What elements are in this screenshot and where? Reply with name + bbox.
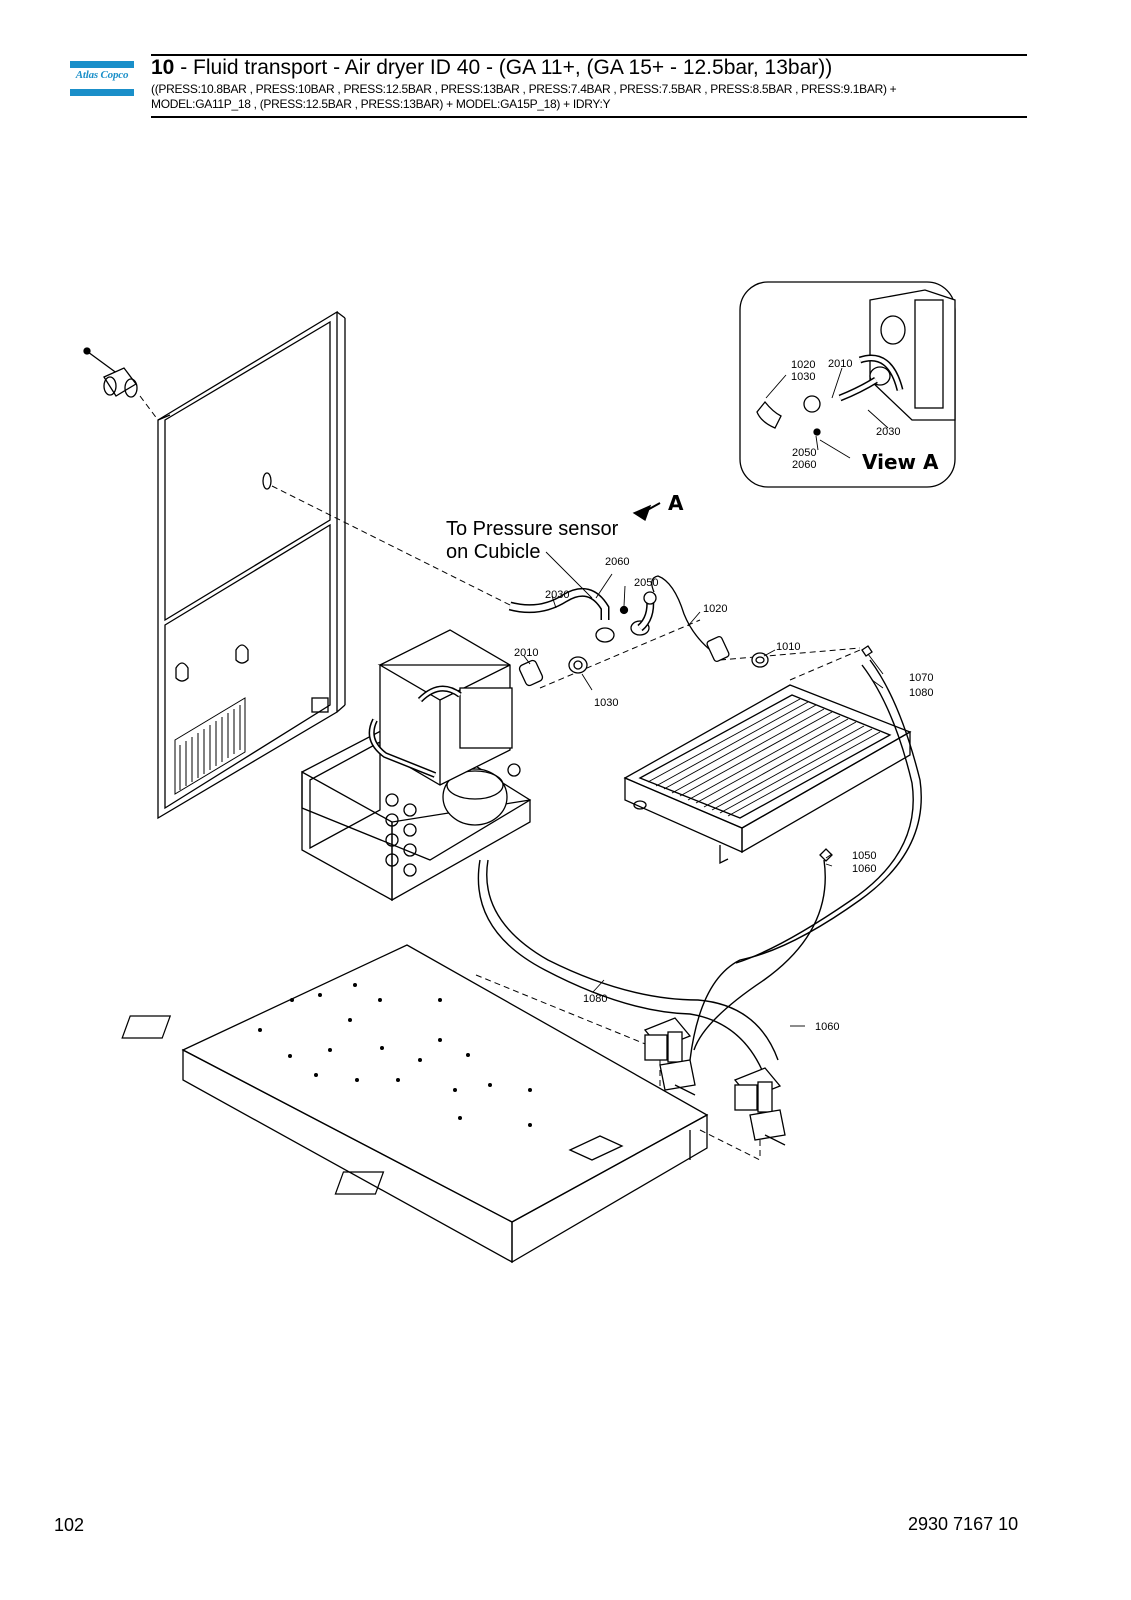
view-a-arrow	[632, 502, 661, 521]
view-a-inset	[739, 281, 956, 488]
callout-label: 2030	[545, 589, 569, 601]
callout-label: 1050	[852, 850, 876, 862]
inset-callout-label: 1020	[791, 359, 815, 371]
inset-callout-label: 2050	[792, 447, 816, 459]
view-marker-label: A	[668, 491, 684, 515]
logo-wordmark: Atlas Copco	[75, 69, 129, 81]
atlas-copco-logo: Atlas Copco	[70, 61, 134, 96]
callout-label: 1030	[594, 697, 618, 709]
drain-valve-left	[643, 1017, 696, 1096]
callout-label: 1070	[909, 672, 933, 684]
pressure-sensor-note-line1: To Pressure sensor	[446, 518, 619, 540]
flexible-hoses	[477, 659, 922, 1071]
document-number: 2930 7167 10	[908, 1514, 1019, 1534]
pipe-fittings	[508, 575, 873, 862]
callout-label: 1010	[776, 641, 800, 653]
heat-exchanger-fins	[647, 698, 881, 817]
callout-label: 1080	[583, 993, 607, 1005]
subtitle-line-2: MODEL:GA11P_18 , (PRESS:12.5BAR , PRESS:…	[151, 97, 611, 111]
page-number: 102	[54, 1515, 85, 1535]
base-plate	[121, 944, 709, 1264]
inset-callout-label: 1030	[791, 371, 815, 383]
header-rule-bottom	[151, 116, 1027, 118]
logo-bar-top	[70, 61, 134, 68]
refrigeration-unit	[301, 629, 532, 902]
panel-vent-grille	[174, 697, 246, 795]
base-plate-holes	[258, 983, 532, 1127]
callout-label: 1060	[852, 863, 876, 875]
drawing-annotations: To Pressure sensor on Cubicle A 2060 205…	[446, 358, 939, 1033]
inset-callout-label: 2030	[876, 426, 900, 438]
title-number: 10	[151, 56, 175, 79]
header-rule-top	[151, 54, 1027, 56]
callout-label: 2010	[514, 647, 538, 659]
title-text: - Fluid transport - Air dryer ID 40 - (G…	[174, 56, 833, 79]
page-subtitle: ((PRESS:10.8BAR , PRESS:10BAR , PRESS:12…	[151, 82, 1011, 112]
logo-bar-bottom	[70, 89, 134, 96]
inset-callout-label: 2010	[828, 358, 852, 370]
callout-leaders	[523, 551, 884, 1027]
pressure-sensor-note-line2: on Cubicle	[446, 541, 541, 563]
callout-label: 2060	[605, 556, 629, 568]
ball-valve	[83, 347, 138, 398]
inset-callout-label: 2060	[792, 459, 816, 471]
condenser-coil-pipes	[385, 793, 417, 877]
callout-label: 1020	[703, 603, 727, 615]
callout-label: 1060	[815, 1021, 839, 1033]
side-panel	[157, 310, 346, 820]
callout-label: 2050	[634, 577, 658, 589]
page-title: 10 - Fluid transport - Air dryer ID 40 -…	[151, 55, 832, 80]
assembly-dashed-lines	[139, 351, 861, 1161]
drain-valve-right	[733, 1067, 786, 1146]
subtitle-line-1: ((PRESS:10.8BAR , PRESS:10BAR , PRESS:12…	[151, 82, 897, 96]
heat-exchanger	[623, 684, 912, 865]
inset-title: View A	[862, 450, 939, 474]
callout-label: 1080	[909, 687, 933, 699]
